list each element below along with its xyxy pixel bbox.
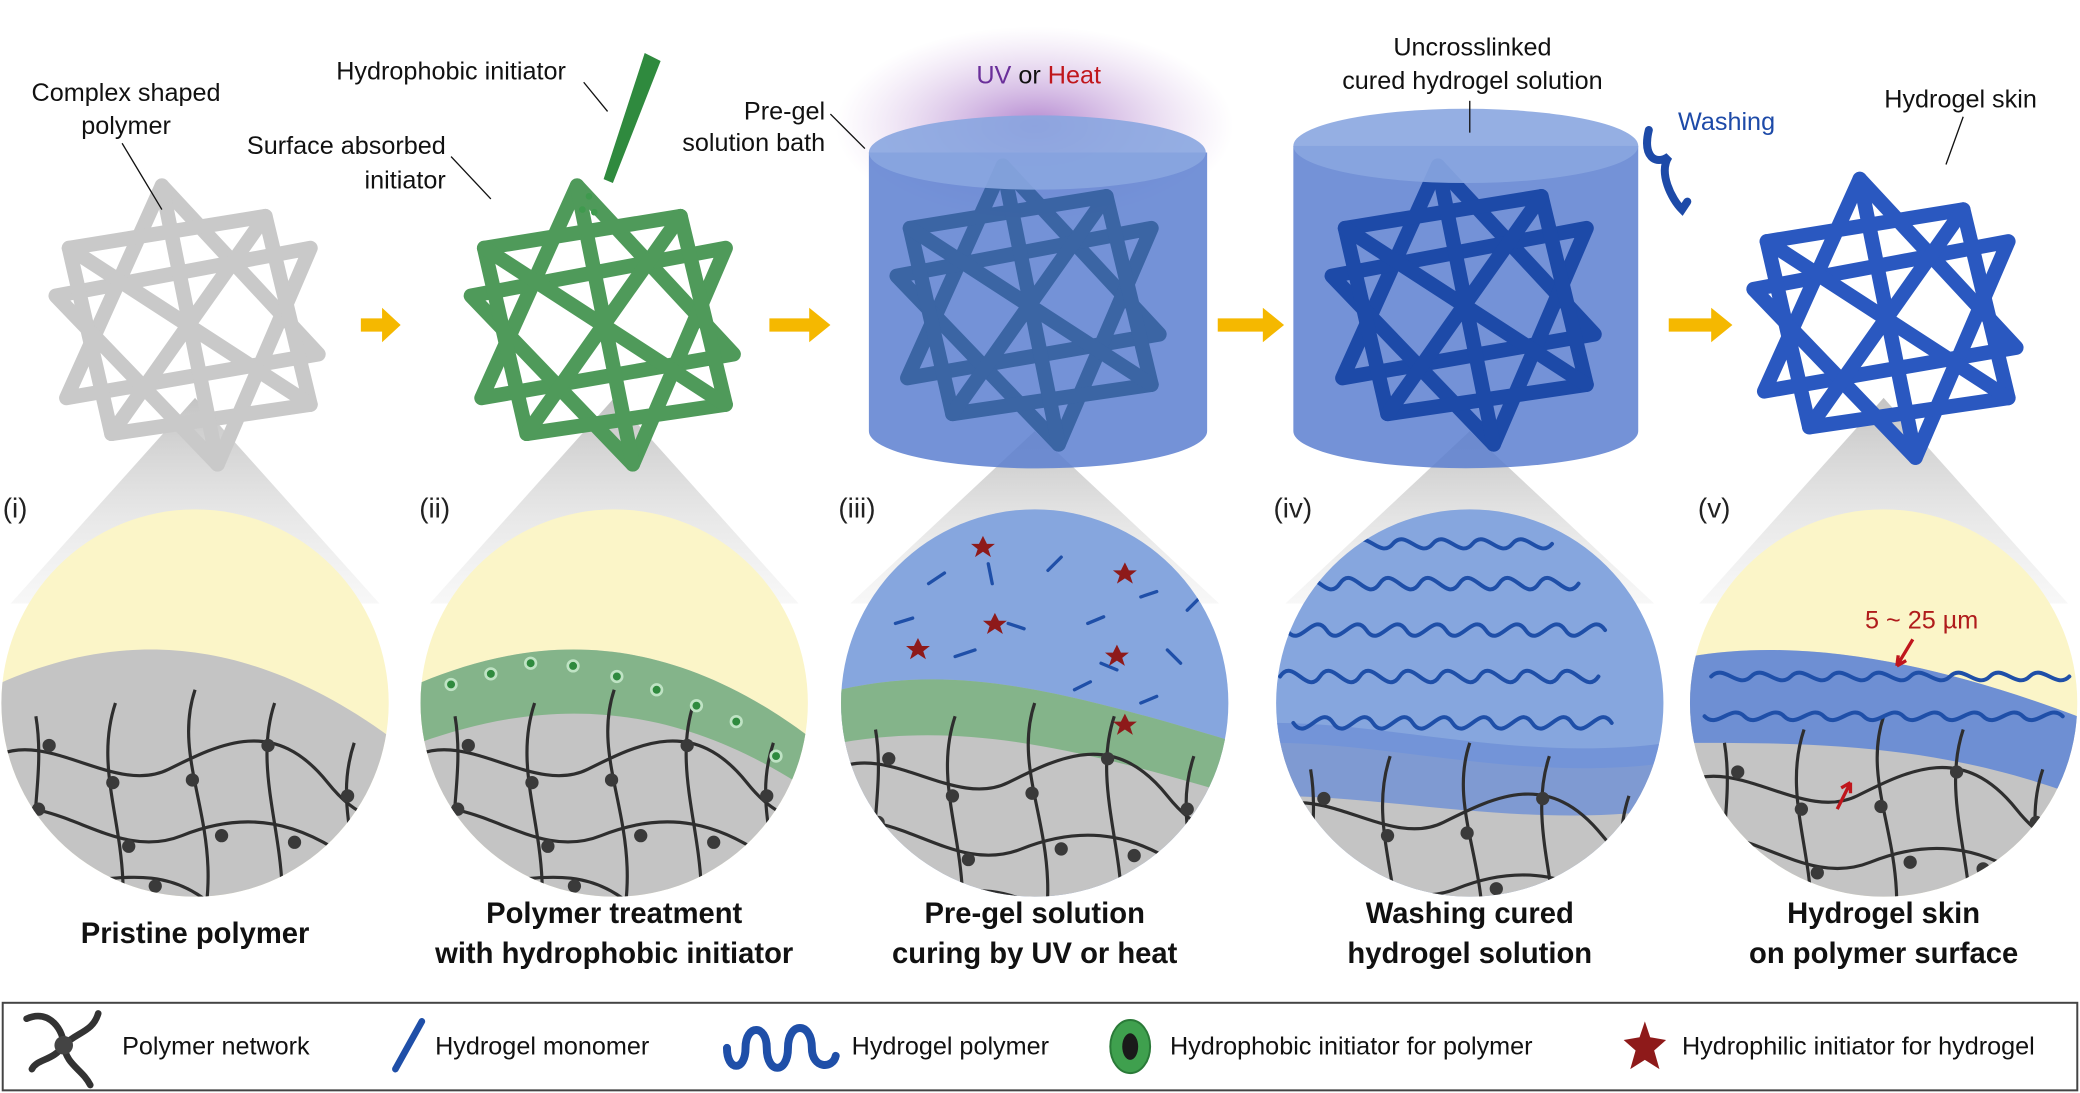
- treated-lattice: [471, 186, 734, 465]
- zoom-circle-pristine: [1, 509, 389, 897]
- label-cured-hydrogel-solution: cured hydrogel solution: [1342, 67, 1602, 95]
- skin-thickness-label: 5 ~ 25 µm: [1865, 607, 1978, 635]
- step-numeral-2: (ii): [419, 492, 450, 523]
- arrow-1: [360, 307, 401, 343]
- step-title-4-line1: Washing cured: [1366, 898, 1574, 930]
- hydrophilic-initiator-icon: [1623, 1021, 1667, 1070]
- label-polymer: polymer: [81, 112, 171, 140]
- step-title-3-line1: Pre-gel solution: [924, 898, 1144, 930]
- legend-label-hydrophobic-initiator: Hydrophobic initiator for polymer: [1170, 1033, 1533, 1061]
- zoom-circle-washing: [1276, 509, 1664, 897]
- label-washing: Washing: [1678, 108, 1775, 136]
- legend: Polymer network Hydrogel monomer Hydroge…: [1, 1001, 2079, 1092]
- washing-icon: [1643, 126, 1692, 216]
- step-title-3-line2: curing by UV or heat: [892, 938, 1178, 970]
- step-numeral-3: (iii): [838, 492, 875, 523]
- legend-label-polymer-network: Polymer network: [122, 1033, 310, 1061]
- zoom-circle-pregel: [841, 509, 1229, 897]
- step-title-2-line1: Polymer treatment: [486, 898, 742, 930]
- step-title-5-line1: Hydrogel skin: [1787, 898, 1980, 930]
- pristine-lattice: [56, 186, 319, 465]
- step-title-5-line2: on polymer surface: [1749, 938, 2018, 970]
- hydrogel-skin-lattice: [1754, 179, 2017, 458]
- zoom-circle-treated: [420, 509, 808, 897]
- legend-label-hydrophilic-initiator: Hydrophilic initiator for hydrogel: [1682, 1033, 2035, 1061]
- step-title-2-line2: with hydrophobic initiator: [434, 938, 793, 970]
- pregel-bath: [868, 115, 1208, 469]
- zoom-circle-hydrogel-skin: [1689, 509, 2078, 897]
- step-title-1: Pristine polymer: [81, 918, 310, 950]
- cured-hydrogel-bath: [1293, 108, 1639, 469]
- step-numeral-5: (v): [1698, 492, 1730, 523]
- label-hydrophobic-initiator: Hydrophobic initiator: [336, 58, 566, 86]
- hydrogel-polymer-icon: [722, 1024, 840, 1072]
- label-initiator: initiator: [365, 166, 446, 194]
- step-title-4-line2: hydrogel solution: [1347, 938, 1592, 970]
- label-uv-or-heat: UV or Heat: [976, 62, 1101, 90]
- arrow-3: [1217, 307, 1285, 343]
- process-arrows: [360, 307, 1733, 343]
- step-numeral-1: (i): [3, 492, 28, 523]
- thickness-arrow-bottom: [1835, 781, 1853, 810]
- hydrophobic-initiator-icon: [1109, 1019, 1152, 1075]
- pipette-icon: [603, 53, 661, 184]
- arrow-4: [1668, 307, 1733, 343]
- label-uncrosslinked: Uncrosslinked: [1393, 34, 1551, 62]
- polymer-network-icon: [23, 1010, 102, 1089]
- step-numeral-4: (iv): [1273, 492, 1312, 523]
- legend-label-hydrogel-polymer: Hydrogel polymer: [852, 1033, 1049, 1061]
- thickness-arrow-top: [1895, 638, 1915, 668]
- label-surface-absorbed: Surface absorbed: [247, 132, 446, 160]
- label-hydrogel-skin: Hydrogel skin: [1884, 85, 2037, 113]
- label-pregel: Pre-gel: [744, 97, 825, 125]
- legend-label-hydrogel-monomer: Hydrogel monomer: [435, 1033, 649, 1061]
- label-complex-shaped: Complex shaped: [32, 79, 221, 107]
- arrow-2: [769, 307, 831, 343]
- label-solution-bath: solution bath: [682, 129, 825, 157]
- hydrogel-monomer-icon: [392, 1018, 426, 1073]
